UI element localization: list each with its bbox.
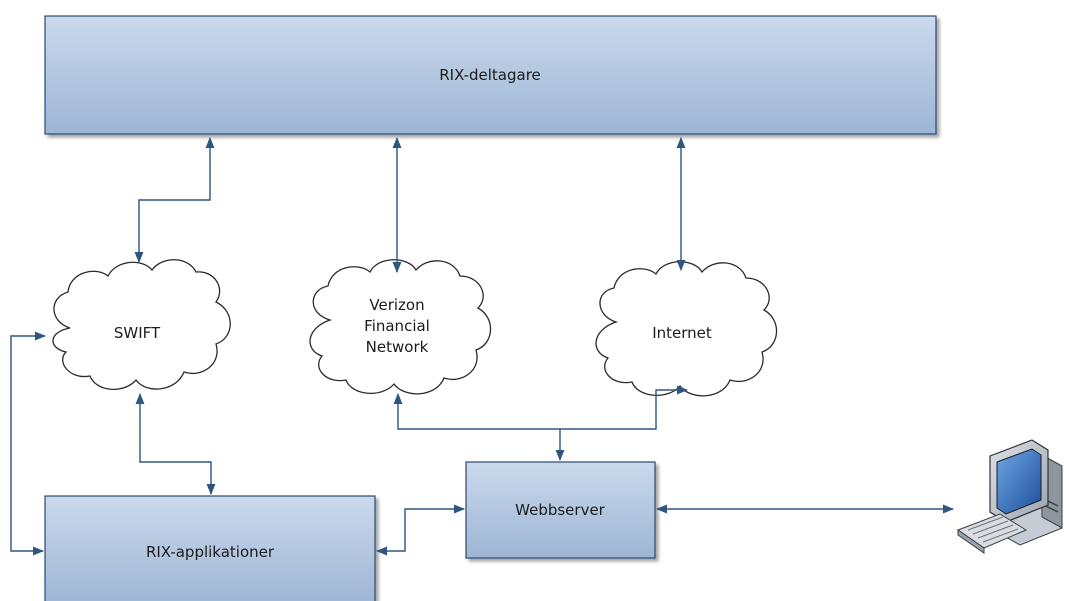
connector-loop-swift-rix-applikationer: [10, 331, 47, 556]
internet-label: Internet: [652, 324, 712, 342]
verizon-label-line2: Financial: [364, 317, 430, 335]
swift-cloud: SWIFT: [52, 259, 231, 390]
connector-internet-webbserver: [560, 385, 689, 430]
verizon-label-line3: Network: [366, 338, 429, 356]
rix-deltagare-label: RIX-deltagare: [439, 66, 541, 84]
cloud-shape: [309, 259, 492, 395]
connector-verizon-webbserver: [393, 392, 560, 430]
connector-swift-rix-deltagare: [134, 136, 215, 264]
rix-deltagare-box: RIX-deltagare: [44, 15, 937, 135]
webbserver-box: Webbserver: [465, 461, 656, 559]
verizon-label-line1: Verizon: [369, 296, 424, 314]
cloud-shape: [595, 261, 778, 397]
verizon-cloud: Verizon Financial Network: [309, 259, 492, 395]
webbserver-label: Webbserver: [515, 501, 606, 519]
rix-applikationer-box: RIX-applikationer: [44, 495, 376, 601]
computer-workstation-icon: [956, 439, 1063, 554]
cloud-shape: [52, 259, 231, 390]
connector-webbserver-rix-applikationer: [375, 504, 466, 556]
swift-label: SWIFT: [114, 324, 161, 342]
connector-swift-rix-applikationer: [135, 392, 216, 496]
internet-cloud: Internet: [595, 261, 778, 397]
rix-applikationer-label: RIX-applikationer: [146, 543, 275, 561]
